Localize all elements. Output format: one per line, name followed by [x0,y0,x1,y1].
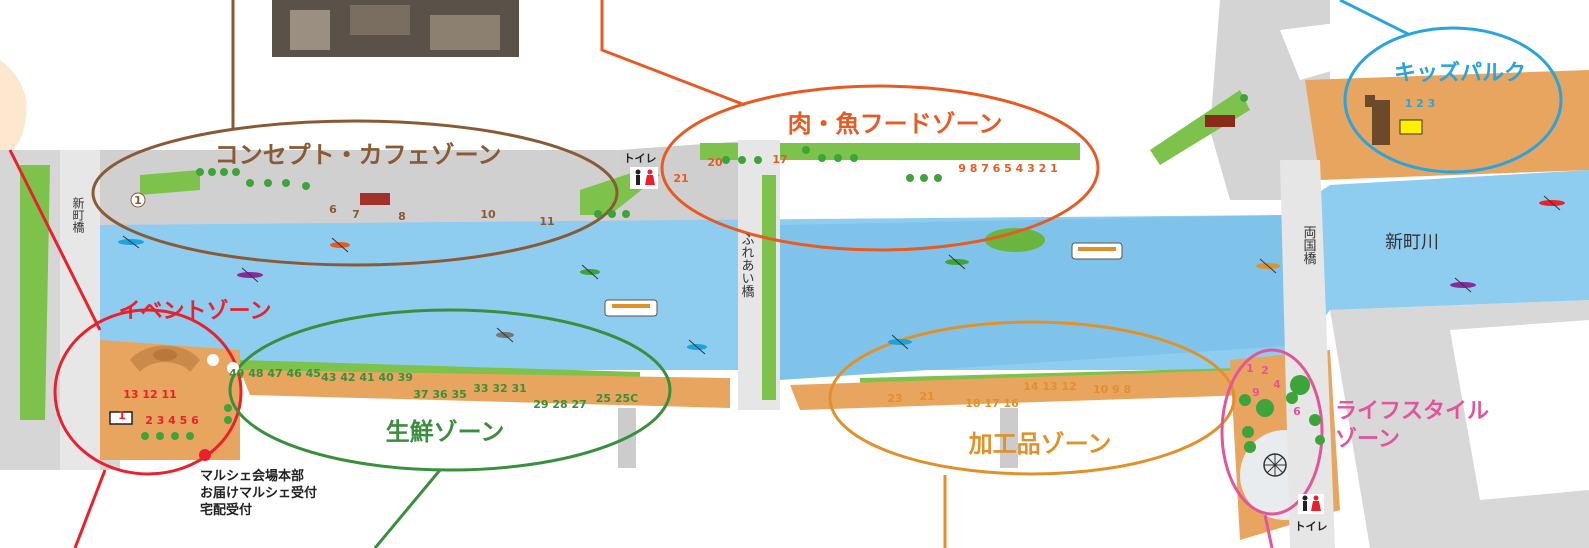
zone-outline-lifestyle [1220,348,1324,516]
kayak-icon [1256,258,1280,274]
svg-text:1: 1 [118,409,126,422]
kayak-icon [687,339,707,355]
zone-label-event: イベントゾーン [119,298,272,324]
svg-text:6: 6 [329,203,337,216]
svg-text:9: 9 [1252,386,1260,399]
svg-text:14 13 12: 14 13 12 [1023,380,1077,393]
kayak-icon [1450,277,1476,293]
zone-outline-event [53,308,243,476]
stall-numbers-lifestyle: 1 2 4 9 6 [1246,362,1301,418]
svg-text:20: 20 [707,156,723,169]
svg-text:7: 7 [352,208,360,221]
toilet-label-top: トイレ [624,152,657,165]
toilet-icon [630,167,658,189]
info-point-marker [199,449,211,461]
kayak-icon [496,327,514,343]
kayak-icon [580,264,600,280]
svg-text:2 3 4 5 6: 2 3 4 5 6 [145,414,199,427]
svg-text:21: 21 [919,390,934,403]
trees [141,94,1325,453]
kayak-icon [1539,195,1565,211]
svg-text:37 36 35: 37 36 35 [413,388,467,401]
svg-text:10: 10 [480,208,496,221]
svg-text:2: 2 [1261,364,1269,377]
bridge-label-ryogoku: 両国橋 [1301,226,1317,266]
bridge-label-fureai: ふれあい橋 [739,233,755,299]
zone-label-meatfish: 肉・魚フードゾーン [788,110,1003,138]
stall-numbers-kids: 1 2 3 [1405,97,1436,110]
info-note-line1: マルシェ会場本部 [200,468,304,484]
zone-label-lifestyle-line1: ライフスタイル [1335,399,1489,424]
info-note-line3: 宅配受付 [200,502,252,518]
stall-numbers-meatfish: 21 20 17 9 8 7 6 5 4 3 2 1 [673,153,1057,185]
zone-label-processed: 加工品ゾーン [969,430,1112,458]
kayak-icon [237,267,263,283]
bridge-fureai-greenery [762,175,776,400]
svg-text:29 28 27: 29 28 27 [533,398,587,411]
kayak-icon [330,237,350,253]
boat-icon [1071,242,1123,260]
stall-numbers-concept: 1 6 7 8 10 11 [130,192,555,228]
ferris-wheel-icon [1263,453,1287,477]
kayak-icon [945,254,969,270]
boat-icon [604,299,658,317]
svg-text:4: 4 [1273,378,1281,391]
zone-outline-processed [828,320,1236,476]
svg-text:13 12 11: 13 12 11 [123,388,177,401]
svg-text:9 8 7 6 5 4 3 2 1: 9 8 7 6 5 4 3 2 1 [958,162,1058,175]
svg-text:23: 23 [887,392,902,405]
bridge-piers [618,408,1018,468]
zone-label-concept: コンセプト・カフェゾーン [215,141,502,169]
svg-text:10 9 8: 10 9 8 [1093,383,1131,396]
stall-numbers-fresh: 49 48 47 46 45 43 42 41 40 39 37 36 35 3… [229,367,638,411]
zone-label-kids: キッズパルク [1394,60,1526,86]
svg-text:49 48 47 46 45: 49 48 47 46 45 [229,367,321,380]
kayak-icon [888,334,912,350]
stage-icon [109,345,239,425]
svg-text:8: 8 [398,210,406,223]
river-name-label: 新町川 [1385,232,1439,253]
svg-text:18 17 16: 18 17 16 [965,397,1019,410]
leader-lines [8,0,1411,548]
svg-text:43 42 41 40 39: 43 42 41 40 39 [321,371,413,384]
zone-outline-meatfish [660,84,1100,252]
zone-label-fresh: 生鮮ゾーン [386,418,505,446]
svg-text:25 25C: 25 25C [596,392,639,405]
kayak-icon [118,235,144,249]
svg-text:1: 1 [1246,362,1254,375]
zone-outline-fresh [228,308,672,472]
svg-text:6: 6 [1293,405,1301,418]
svg-text:33 32 31: 33 32 31 [473,382,527,395]
svg-text:17: 17 [772,153,787,166]
toilet-icon [1298,494,1324,514]
svg-text:1: 1 [134,194,142,207]
svg-text:21: 21 [673,172,688,185]
bridge-label-shinmachi: 新町橋 [71,196,85,234]
info-note-line2: お届けマルシェ受付 [200,485,317,501]
svg-text:11: 11 [539,215,554,228]
zone-label-lifestyle-line2: ゾーン [1335,426,1400,452]
zone-outline-kids [1343,26,1563,174]
bridge-shinmachi [60,150,100,470]
stall-numbers-event: 13 12 11 1 2 3 4 5 6 [118,388,199,427]
stall-numbers-processed: 23 21 18 17 16 14 13 12 10 9 8 [887,380,1131,410]
toilet-label-bottom: トイレ [1295,520,1328,533]
zone-outline-concept [91,119,619,267]
